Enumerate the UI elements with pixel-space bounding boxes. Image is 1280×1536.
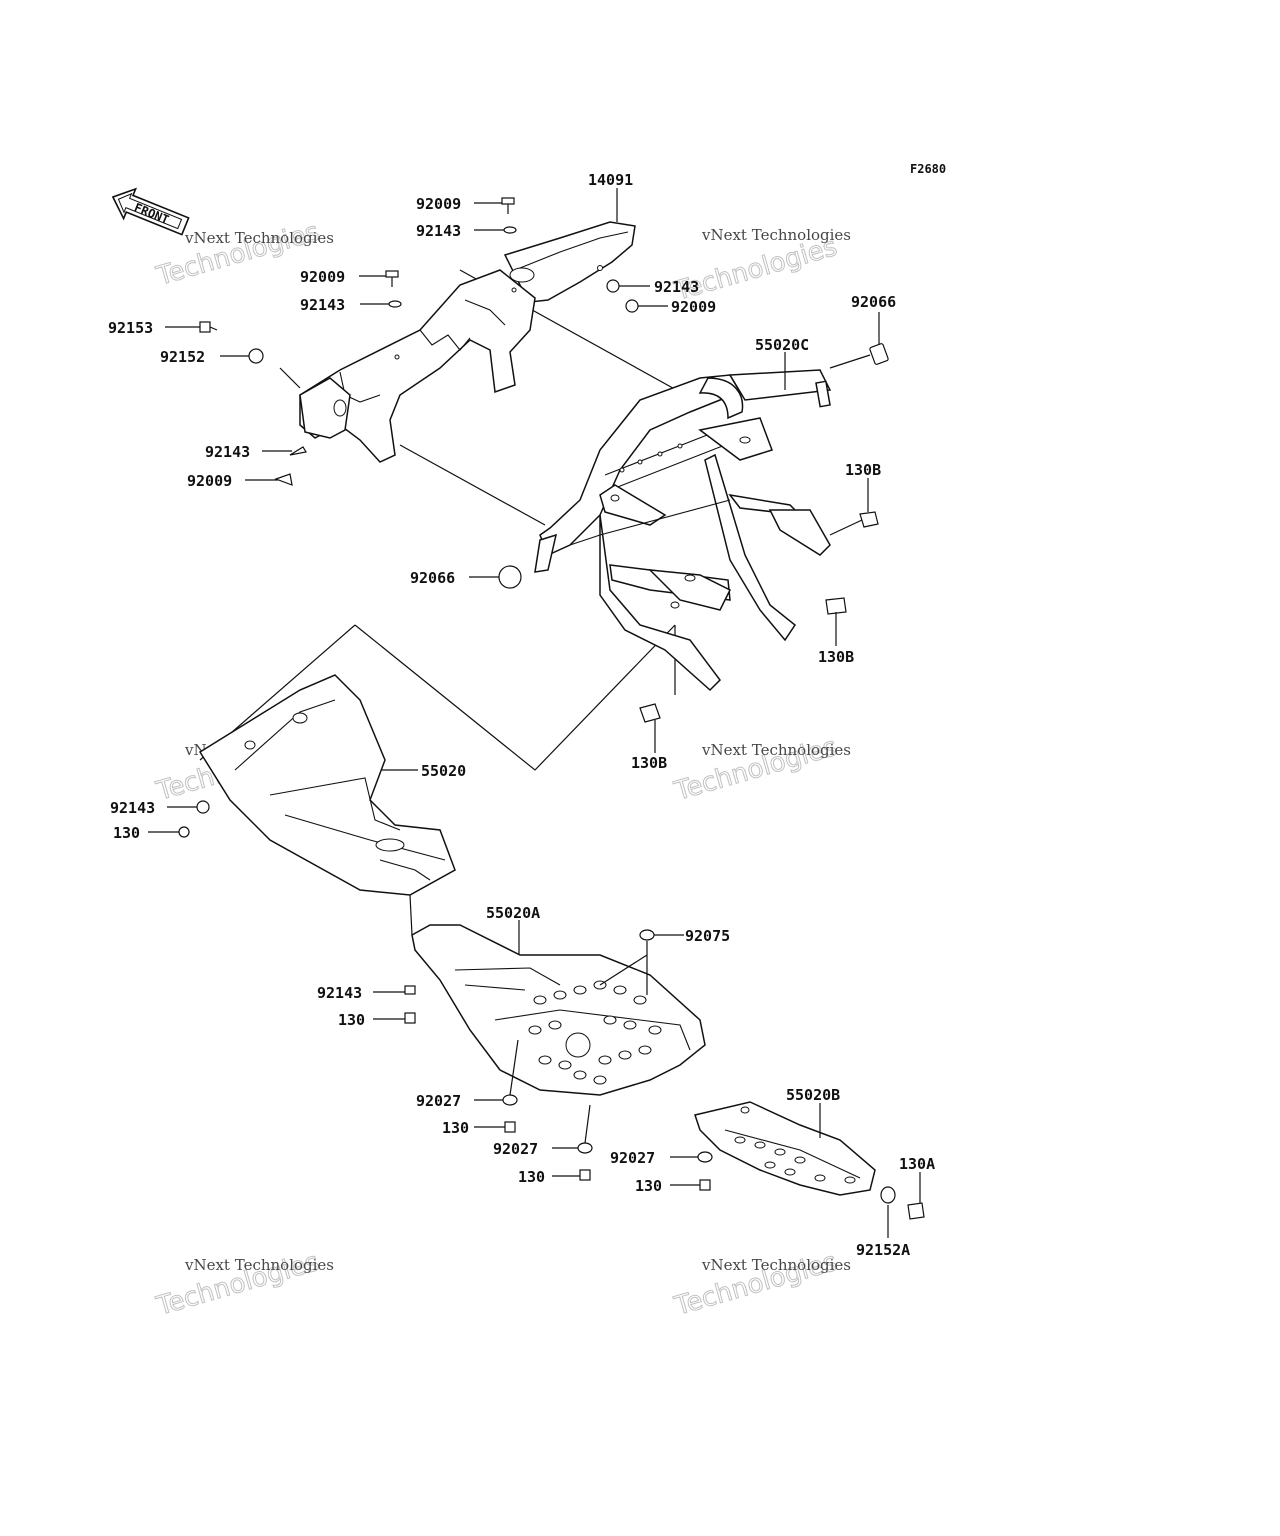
callout-92143: 92143 — [205, 443, 250, 461]
nut-icon — [178, 826, 190, 838]
end-cap-icon — [869, 343, 889, 365]
callout-130B: 130B — [818, 648, 854, 666]
callout-92143: 92143 — [300, 296, 345, 314]
rivet-icon — [274, 473, 293, 486]
rivet-icon — [289, 446, 307, 456]
callout-92075: 92075 — [685, 927, 730, 945]
callout-92152A: 92152A — [856, 1241, 910, 1259]
bolt-icon — [639, 703, 661, 723]
washer-icon — [880, 1186, 896, 1204]
callout-130: 130 — [338, 1011, 365, 1029]
svg-text:vNext Technologies: vNext Technologies — [701, 1256, 851, 1274]
leader-lines — [148, 188, 921, 1238]
callout-130B: 130B — [631, 754, 667, 772]
frame-guard-55020C — [534, 369, 832, 692]
callout-92066: 92066 — [851, 293, 896, 311]
callout-14091: 14091 — [588, 171, 633, 189]
grommet-icon — [404, 985, 416, 995]
callout-92143: 92143 — [654, 278, 699, 296]
rear-fender-assembly — [299, 269, 536, 463]
callout-92153: 92153 — [108, 319, 153, 337]
svg-text:vNext Technologies: vNext Technologies — [701, 226, 851, 244]
plug-icon — [639, 929, 655, 941]
washer-icon — [388, 300, 402, 308]
bolt-icon — [199, 321, 218, 333]
collar-icon — [502, 1094, 518, 1106]
callout-92009: 92009 — [187, 472, 232, 490]
bolt-icon — [404, 1012, 416, 1024]
bolt-icon — [579, 1169, 591, 1181]
callout-92009: 92009 — [300, 268, 345, 286]
callout-130: 130 — [113, 824, 140, 842]
callout-55020A: 55020A — [486, 904, 540, 922]
callout-92143: 92143 — [110, 799, 155, 817]
callout-92066: 92066 — [410, 569, 455, 587]
svg-text:vNext Technologies: vNext Technologies — [701, 741, 851, 759]
callout-92027: 92027 — [610, 1149, 655, 1167]
svg-text:vNext Technologies: vNext Technologies — [184, 229, 334, 247]
svg-text:vNext Technologies: vNext Technologies — [184, 1256, 334, 1274]
watermark-5: Technologies vNext Technologies — [152, 1246, 334, 1322]
callout-130B: 130B — [845, 461, 881, 479]
watermark-4: Technologies vNext Technologies — [670, 731, 851, 807]
callout-130A: 130A — [899, 1155, 935, 1173]
watermark-6: Technologies vNext Technologies — [670, 1246, 851, 1322]
main-skid-plate-55020A — [411, 924, 706, 1096]
end-cap-icon — [498, 565, 522, 589]
clip-icon — [625, 299, 639, 313]
bolt-icon — [385, 270, 399, 287]
bolt-icon — [859, 511, 879, 528]
callout-92009: 92009 — [416, 195, 461, 213]
bolt-icon — [699, 1179, 711, 1191]
collar-icon — [248, 348, 264, 364]
callout-92143: 92143 — [317, 984, 362, 1002]
rear-skid-plate-55020B — [694, 1101, 876, 1196]
callout-130: 130 — [442, 1119, 469, 1137]
callout-55020B: 55020B — [786, 1086, 840, 1104]
bolt-icon — [504, 1121, 516, 1133]
callout-130: 130 — [518, 1168, 545, 1186]
callout-92027: 92027 — [416, 1092, 461, 1110]
figure-code: F2680 — [910, 162, 946, 176]
bolt-icon — [907, 1202, 925, 1220]
collar-icon — [697, 1151, 713, 1163]
callout-labels: 14091 92009 92143 92009 92143 92143 9200… — [108, 171, 935, 1259]
grommet-icon — [196, 800, 210, 814]
callout-55020C: 55020C — [755, 336, 809, 354]
front-skid-plate-55020 — [198, 674, 456, 896]
front-arrow-icon: FRONT — [111, 187, 190, 236]
bolt-icon — [501, 197, 515, 214]
callout-130: 130 — [635, 1177, 662, 1195]
washer-icon — [503, 226, 517, 234]
callout-92143: 92143 — [416, 222, 461, 240]
callout-55020: 55020 — [421, 762, 466, 780]
callout-92009: 92009 — [671, 298, 716, 316]
bolt-icon — [825, 597, 847, 615]
collar-icon — [577, 1142, 593, 1154]
callout-92027: 92027 — [493, 1140, 538, 1158]
grommet-icon — [606, 279, 620, 293]
callout-92152: 92152 — [160, 348, 205, 366]
